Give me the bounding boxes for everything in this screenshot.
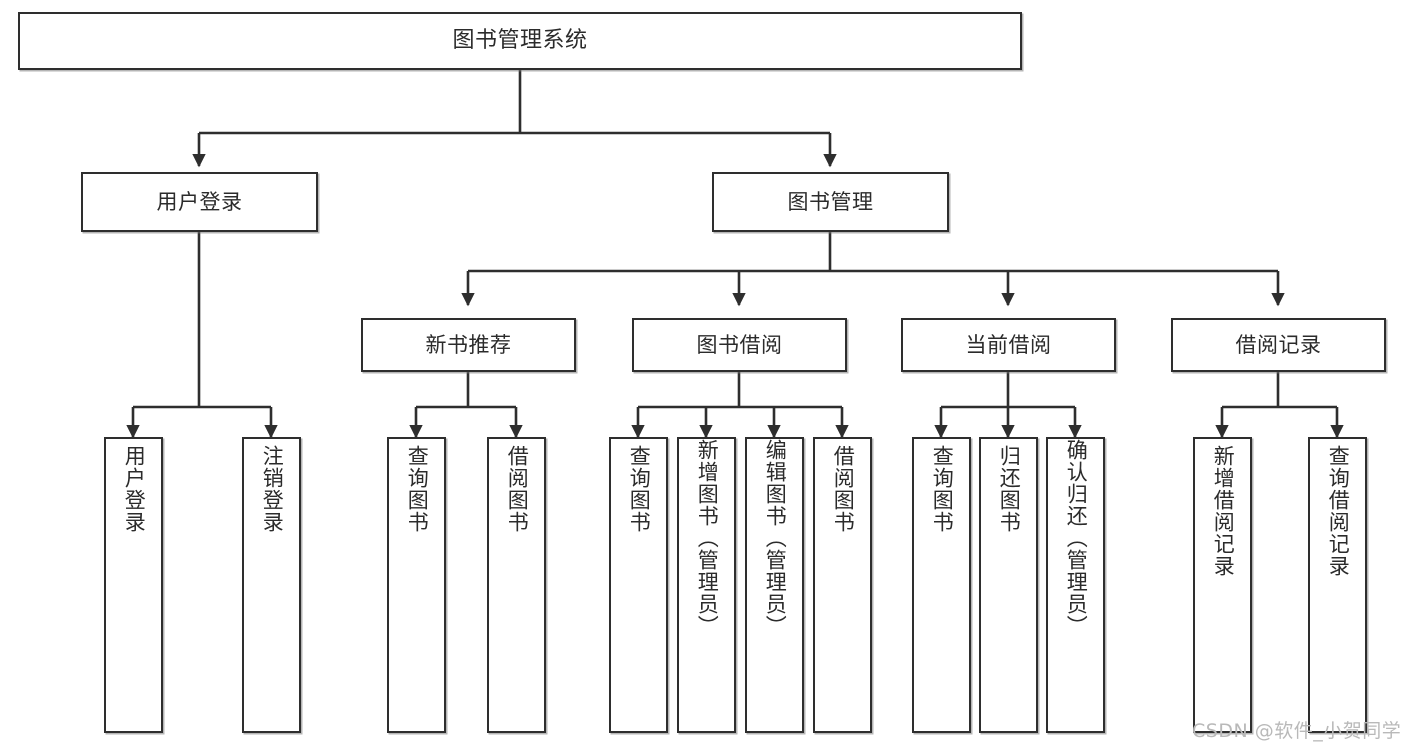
node-root[interactable]: 图书管理系统 xyxy=(18,12,1022,70)
node-leaf-query-book-2-label: 查询图书 xyxy=(627,445,652,533)
node-leaf-add-book[interactable]: 新增图书（管理员） xyxy=(677,437,736,733)
node-leaf-return-book[interactable]: 归还图书 xyxy=(979,437,1038,733)
node-user-login[interactable]: 用户登录 xyxy=(81,172,318,232)
node-leaf-confirm-return-label: 确认归还（管理员） xyxy=(1064,439,1089,637)
node-leaf-user-login[interactable]: 用户登录 xyxy=(104,437,163,733)
node-book-borrow[interactable]: 图书借阅 xyxy=(632,318,847,372)
node-borrow-record-label: 借阅记录 xyxy=(1235,332,1322,357)
node-leaf-user-logout[interactable]: 注销登录 xyxy=(242,437,301,733)
node-leaf-query-book-2[interactable]: 查询图书 xyxy=(609,437,668,733)
node-leaf-query-record[interactable]: 查询借阅记录 xyxy=(1308,437,1367,733)
node-leaf-borrow-book-1[interactable]: 借阅图书 xyxy=(487,437,546,733)
node-leaf-return-book-label: 归还图书 xyxy=(997,445,1022,533)
node-book-manage-label: 图书管理 xyxy=(787,189,874,214)
node-root-label: 图书管理系统 xyxy=(452,28,588,54)
node-book-manage[interactable]: 图书管理 xyxy=(712,172,949,232)
node-leaf-borrow-book-1-label: 借阅图书 xyxy=(505,445,530,533)
node-current-borrow[interactable]: 当前借阅 xyxy=(901,318,1116,372)
node-book-borrow-label: 图书借阅 xyxy=(696,332,783,357)
node-leaf-query-record-label: 查询借阅记录 xyxy=(1326,445,1351,577)
node-leaf-borrow-book-2[interactable]: 借阅图书 xyxy=(813,437,872,733)
node-user-login-label: 用户登录 xyxy=(156,189,243,214)
node-leaf-user-logout-label: 注销登录 xyxy=(260,445,285,533)
node-leaf-borrow-book-2-label: 借阅图书 xyxy=(831,445,856,533)
node-leaf-confirm-return[interactable]: 确认归还（管理员） xyxy=(1046,437,1105,733)
node-leaf-edit-book[interactable]: 编辑图书（管理员） xyxy=(745,437,804,733)
node-leaf-query-book-3-label: 查询图书 xyxy=(930,445,955,533)
node-leaf-query-book-3[interactable]: 查询图书 xyxy=(912,437,971,733)
node-leaf-add-record[interactable]: 新增借阅记录 xyxy=(1193,437,1252,733)
node-leaf-query-book-1[interactable]: 查询图书 xyxy=(387,437,446,733)
node-new-book-recommend-label: 新书推荐 xyxy=(425,332,512,357)
node-leaf-query-book-1-label: 查询图书 xyxy=(405,445,430,533)
node-leaf-user-login-label: 用户登录 xyxy=(122,445,147,533)
node-leaf-add-record-label: 新增借阅记录 xyxy=(1211,445,1236,577)
node-leaf-edit-book-label: 编辑图书（管理员） xyxy=(763,439,788,637)
node-leaf-add-book-label: 新增图书（管理员） xyxy=(695,439,720,637)
node-borrow-record[interactable]: 借阅记录 xyxy=(1171,318,1386,372)
node-current-borrow-label: 当前借阅 xyxy=(965,332,1052,357)
node-new-book-recommend[interactable]: 新书推荐 xyxy=(361,318,576,372)
